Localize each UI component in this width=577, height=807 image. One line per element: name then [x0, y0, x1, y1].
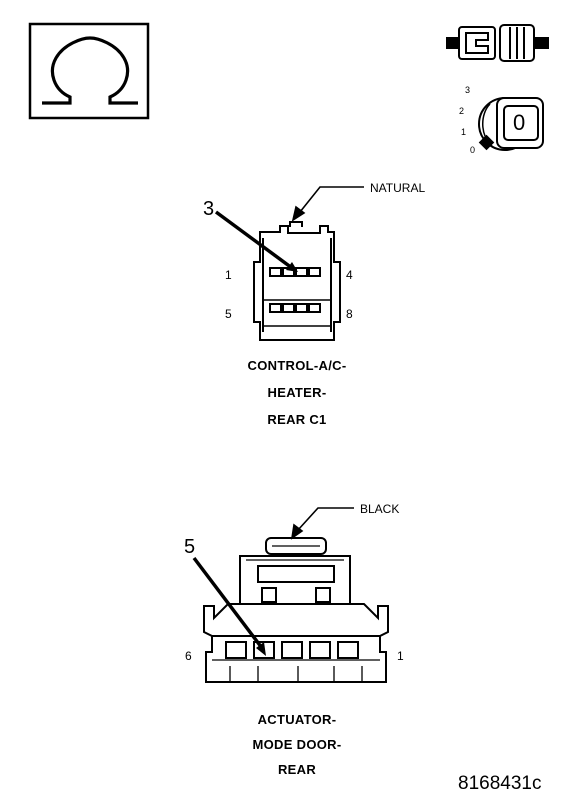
ignition-position-3: 3	[465, 85, 471, 95]
connector-2-pin-callout-arrow	[192, 556, 266, 656]
connector-1-name-line-3: REAR C1	[267, 412, 327, 427]
connector-1-color-label: NATURAL	[370, 181, 426, 195]
connector-1-pin-1: 1	[225, 268, 232, 282]
connector-1-pin-callout-arrow	[214, 210, 298, 272]
ignition-position-0: 0	[470, 145, 476, 155]
connector-2-pin-1: 1	[397, 649, 404, 663]
connector-1-color-leader	[291, 186, 364, 222]
connector-1-name-line-2: HEATER-	[267, 385, 327, 400]
connector-2-name-line-3: REAR	[277, 762, 317, 777]
ignition-key-label: 0	[513, 110, 526, 135]
ohm-meter-icon	[28, 22, 150, 120]
connector-2-name-line-2: MODE DOOR-	[252, 737, 342, 752]
connector-2-pin-6: 6	[185, 649, 192, 663]
connector-2-name: ACTUATOR- MODE DOOR- REAR	[197, 712, 397, 787]
connector-1-drawing	[253, 221, 341, 341]
connector-1-pin-callout: 3	[203, 198, 215, 220]
connector-2-pin-callout: 5	[184, 536, 196, 558]
figure-id: 8168431c	[458, 773, 542, 794]
ignition-position-1: 1	[461, 127, 467, 137]
ignition-key-off-icon	[478, 97, 544, 151]
connector-2-color-leader	[290, 507, 354, 540]
ignition-position-2: 2	[459, 106, 465, 116]
disconnected-connector-icon	[446, 24, 549, 62]
connector-1-pin-5: 5	[225, 307, 232, 321]
connector-1-name: CONTROL-A/C- HEATER- REAR C1	[197, 358, 397, 439]
connector-1-name-line-1: CONTROL-A/C-	[247, 358, 347, 373]
connector-1-pin-8: 8	[346, 307, 353, 321]
connector-1-pin-4: 4	[346, 268, 353, 282]
connector-2-color-label: BLACK	[360, 502, 400, 516]
connector-2-name-line-1: ACTUATOR-	[257, 712, 337, 727]
